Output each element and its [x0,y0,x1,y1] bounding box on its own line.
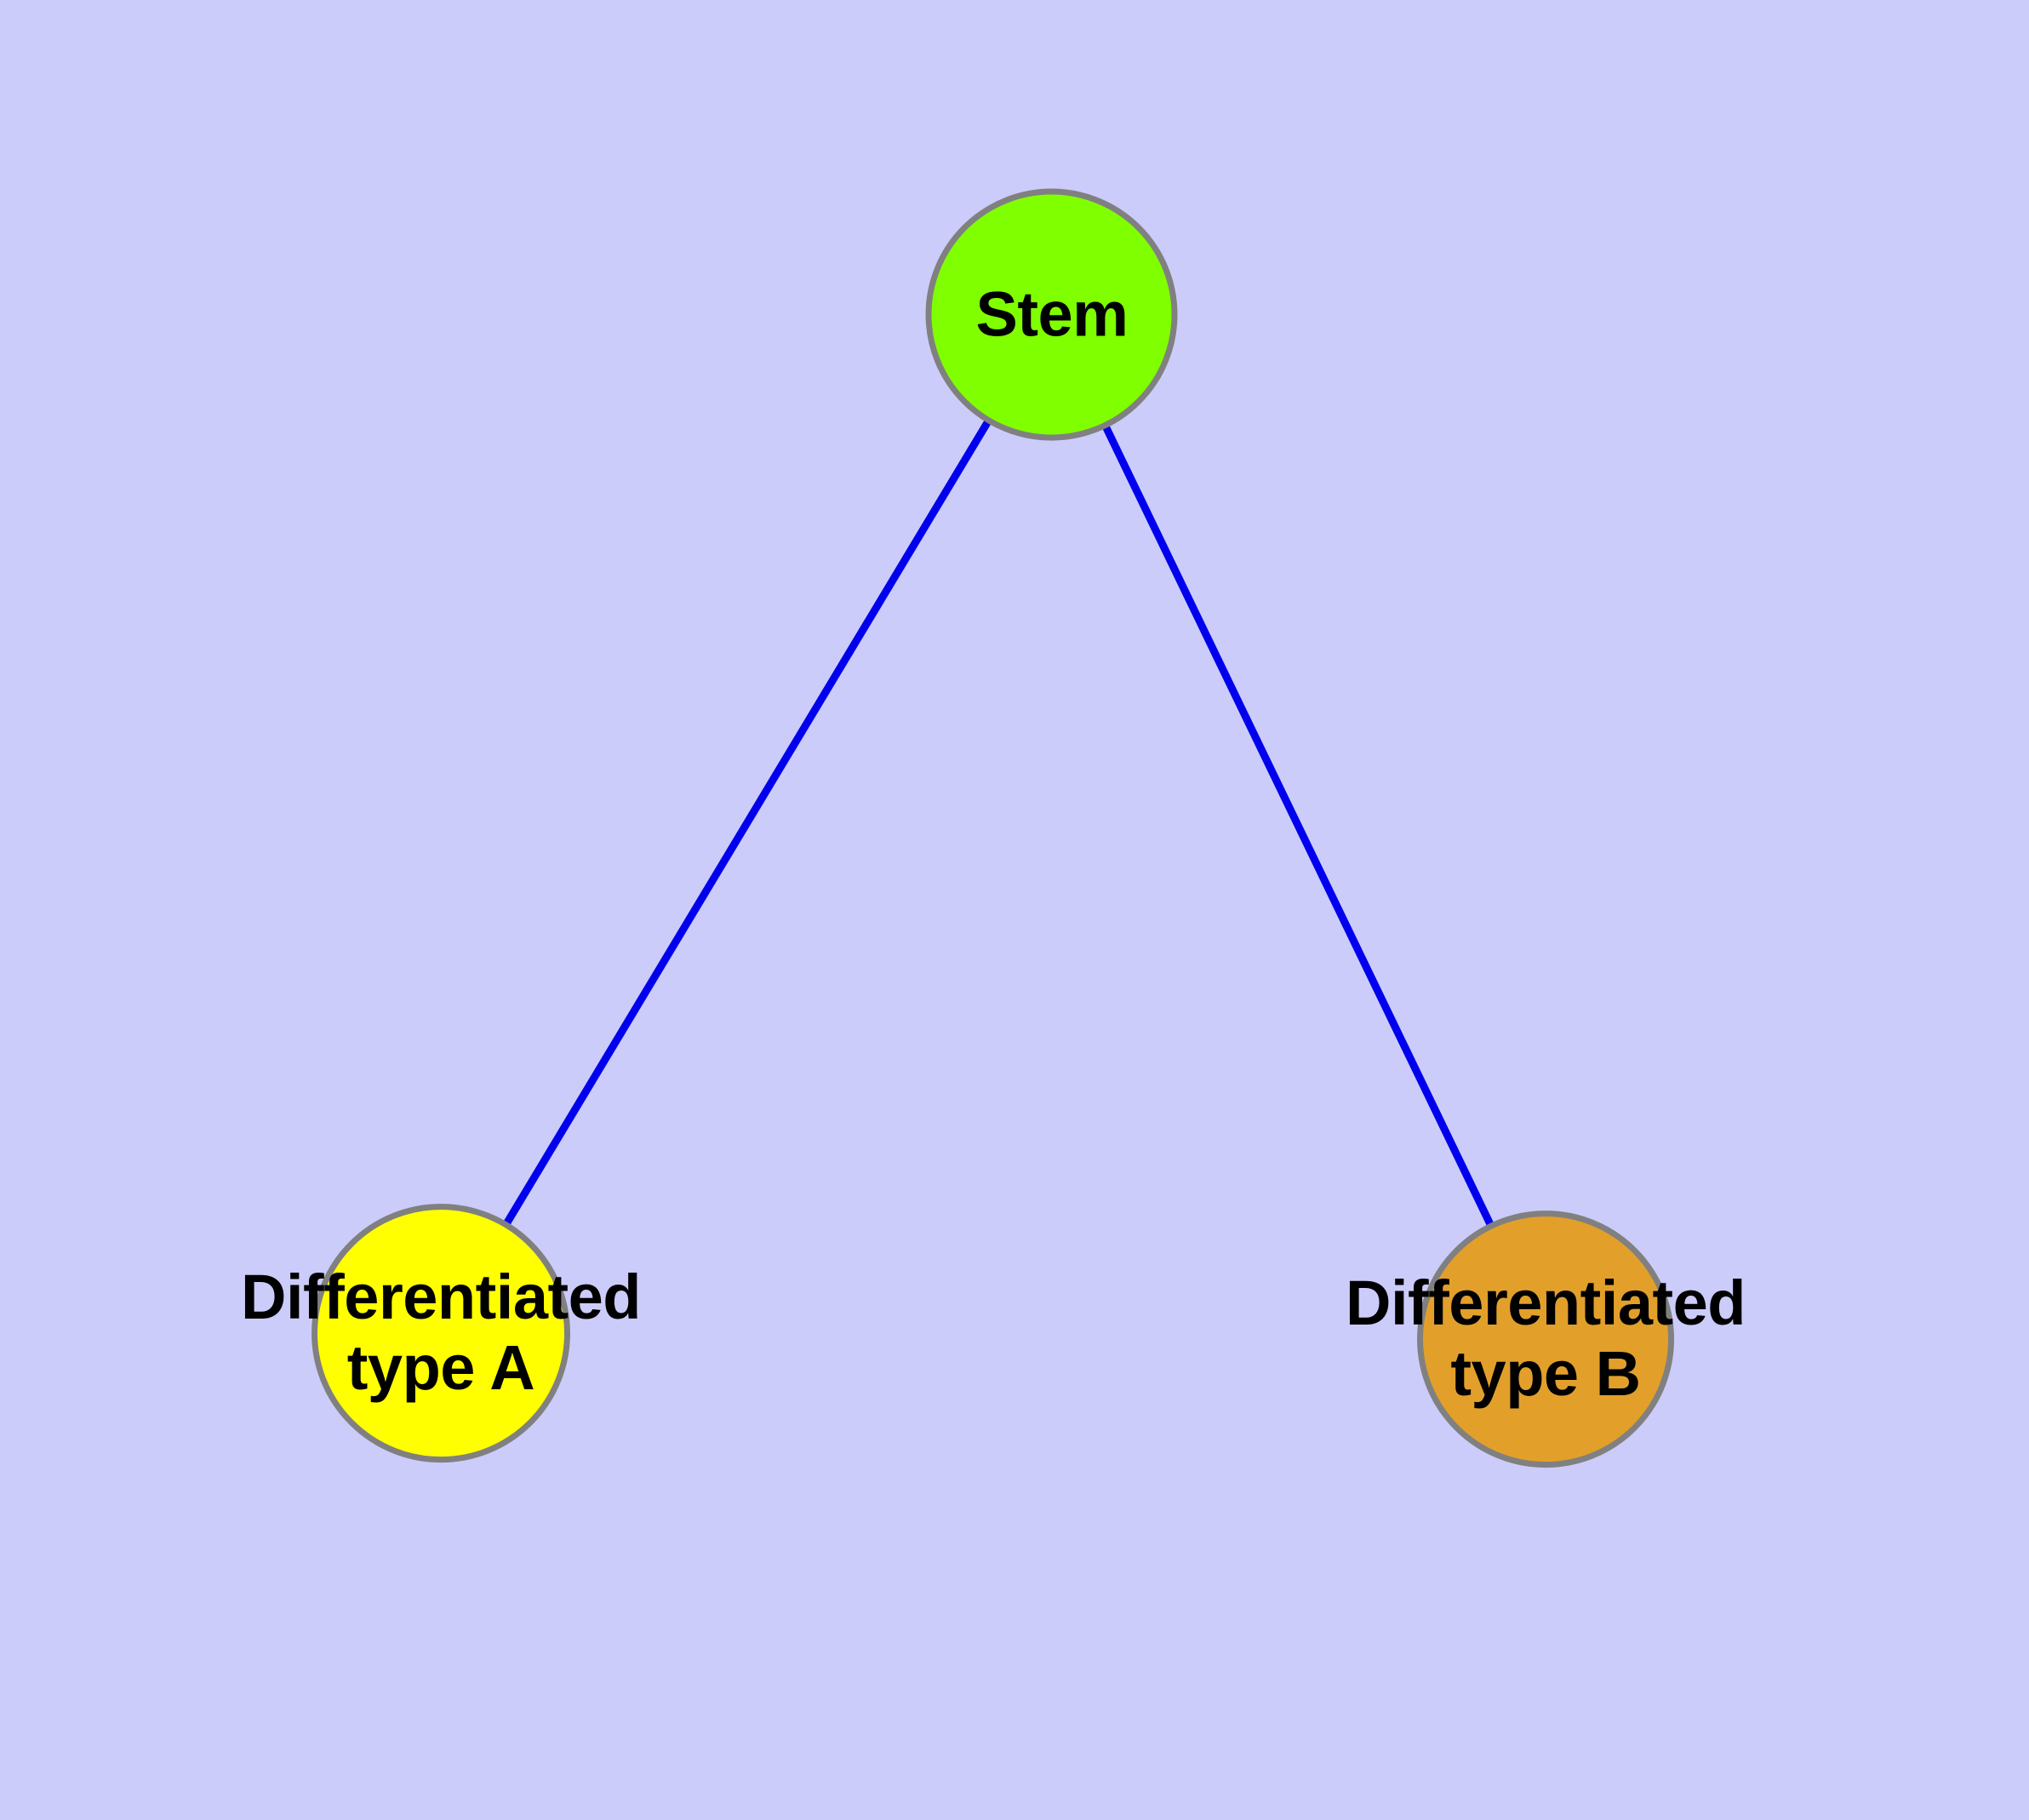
node-diff-a-label-line-2: type A [346,1332,535,1403]
node-stem[interactable]: Stem [925,189,1178,441]
node-differentiated-type-a-label: Differentiated type A [241,1262,641,1404]
node-differentiated-type-a-circle [311,1204,570,1462]
node-diff-b-label-line-2: type B [1450,1338,1641,1409]
node-differentiated-type-b-label: Differentiated type B [1346,1268,1746,1410]
node-stem-circle [925,189,1178,441]
node-diff-b-label-line-1: Differentiated [1346,1268,1746,1339]
node-differentiated-type-a[interactable]: Differentiated type A [241,1204,641,1462]
edge-stem-to-differentiated-a[interactable] [437,312,1055,1336]
node-stem-label-line-1: Stem [975,278,1129,350]
node-differentiated-type-b-circle [1416,1210,1674,1468]
edge-stem-to-differentiated-b[interactable] [1048,313,1550,1341]
node-differentiated-type-b[interactable]: Differentiated type B [1346,1210,1746,1468]
node-diff-a-label-line-1: Differentiated [241,1262,641,1333]
node-stem-label: Stem [975,278,1129,351]
